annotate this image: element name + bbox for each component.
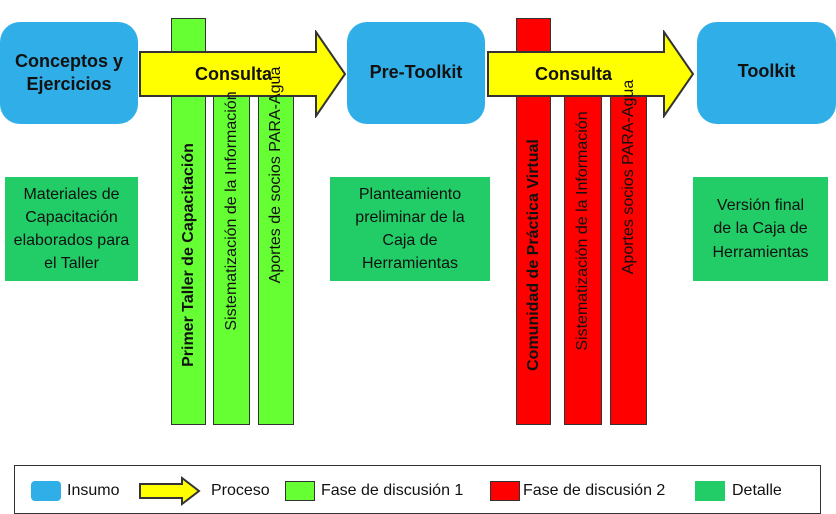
phase2-bar-sistematizacion-label: Sistematización de la Información	[574, 110, 591, 351]
phase2-bar-sistematizacion: Sistematización de la Información	[564, 96, 602, 425]
legend-detalle-swatch	[695, 481, 725, 501]
phase1-bar-sistematizacion: Sistematización de la Información	[213, 91, 250, 425]
node-toolkit: Toolkit	[697, 22, 836, 124]
detail-version-final-label: Versión final de la Caja de Herramientas	[712, 197, 809, 261]
arrow-1-label: Consulta	[195, 64, 273, 84]
phase1-bar-aportes-label: Aportes de socios PARA-Agua	[267, 66, 284, 283]
phase2-bar-comunidad: Comunidad de Práctica Virtual	[516, 96, 551, 425]
legend-fase1-label: Fase de discusión 1	[321, 482, 464, 499]
node-toolkit-label: Toolkit	[737, 61, 796, 81]
legend: Insumo Proceso Fase de discusión 1 Fase …	[14, 465, 821, 514]
legend-proceso-label: Proceso	[211, 482, 270, 499]
phase2-bar-aportes-label: Aportes socios PARA-Agua	[619, 79, 637, 274]
legend-fase1-swatch	[285, 481, 315, 501]
phase1-bar-taller: Primer Taller de Capacitación	[171, 96, 206, 425]
process-arrow-1	[139, 30, 347, 118]
node-conceptos: Conceptos y Ejercicios	[0, 22, 138, 124]
legend-detalle-label: Detalle	[732, 482, 782, 499]
arrow-2-label: Consulta	[535, 64, 613, 84]
detail-planteamiento: Planteamiento preliminar de la Caja de H…	[330, 177, 490, 281]
phase2-bar-aportes: Aportes socios PARA-Agua	[610, 79, 647, 425]
phase1-bar-aportes: Aportes de socios PARA-Agua	[258, 66, 294, 425]
phase1-top-cap	[171, 18, 206, 52]
detail-planteamiento-label: Planteamiento preliminar de la Caja de H…	[355, 185, 465, 273]
phase2-bar-comunidad-label: Comunidad de Práctica Virtual	[524, 138, 542, 371]
legend-fase2-swatch	[490, 481, 520, 501]
phase1-bar-sistematizacion-label: Sistematización de la Información	[222, 90, 240, 331]
legend-insumo-swatch	[31, 481, 61, 501]
detail-materiales-label: Materiales de Capacitación elaborados pa…	[13, 185, 130, 273]
legend-proceso-arrow-icon	[139, 476, 201, 506]
node-conceptos-label: Conceptos y Ejercicios	[14, 50, 124, 94]
phase1-bar-taller-label: Primer Taller de Capacitación	[179, 142, 197, 367]
phase2-top-cap	[516, 18, 551, 52]
node-pretoolkit-label: Pre-Toolkit	[369, 62, 463, 83]
legend-fase2-label: Fase de discusión 2	[523, 482, 666, 499]
detail-version-final: Versión final de la Caja de Herramientas	[693, 177, 828, 281]
node-pretoolkit: Pre-Toolkit	[347, 22, 485, 124]
legend-insumo-label: Insumo	[67, 482, 120, 499]
detail-materiales: Materiales de Capacitación elaborados pa…	[5, 177, 138, 281]
